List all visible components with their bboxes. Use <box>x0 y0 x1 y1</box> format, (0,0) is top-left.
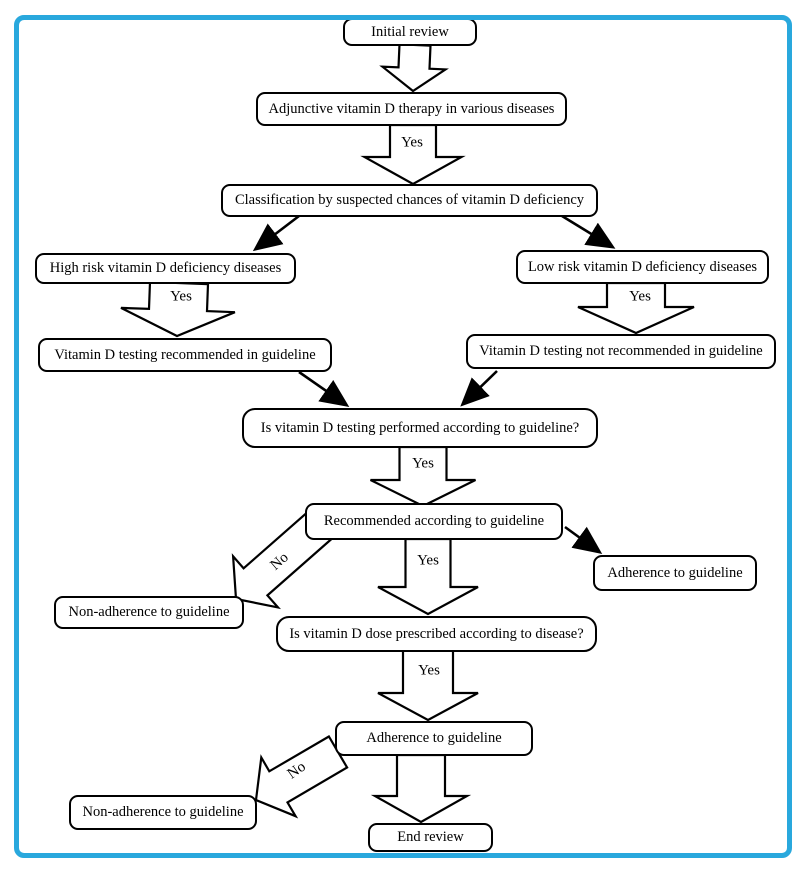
node-label: Is vitamin D testing performed according… <box>260 419 580 436</box>
node-adherence-right: Adherence to guideline <box>593 555 757 591</box>
block-arrow <box>370 753 472 824</box>
block-arrow <box>120 280 236 338</box>
block-arrow <box>360 123 466 186</box>
edge-label-yes: Yes <box>418 662 440 679</box>
node-testing-recommended: Vitamin D testing recommended in guideli… <box>38 338 332 372</box>
node-label: Non-adherence to guideline <box>82 804 244 821</box>
node-label: Vitamin D testing not recommended in gui… <box>479 343 763 360</box>
border-frame <box>14 15 792 858</box>
block-arrow <box>254 734 349 819</box>
node-testing-performed-question: Is vitamin D testing performed according… <box>242 408 598 448</box>
connector-arrow <box>564 525 603 555</box>
node-label: Low risk vitamin D deficiency diseases <box>527 258 758 275</box>
block-arrow <box>377 648 479 722</box>
edge-label-yes: Yes <box>629 288 651 305</box>
node-recommended-according: Recommended according to guideline <box>305 503 563 540</box>
edge-label-yes: Yes <box>412 455 434 472</box>
node-high-risk: High risk vitamin D deficiency diseases <box>35 253 296 284</box>
node-non-adherence-bottom: Non-adherence to guideline <box>69 795 257 830</box>
node-classification: Classification by suspected chances of v… <box>221 184 598 217</box>
node-label: End review <box>397 829 464 846</box>
node-label: High risk vitamin D deficiency diseases <box>49 260 282 277</box>
connector-arrow <box>252 214 300 252</box>
node-adjunctive-therapy: Adjunctive vitamin D therapy in various … <box>256 92 567 126</box>
node-adherence-bottom: Adherence to guideline <box>335 721 533 756</box>
block-arrow <box>379 43 449 93</box>
node-low-risk: Low risk vitamin D deficiency diseases <box>516 250 769 284</box>
block-arrow <box>577 281 695 335</box>
edge-label-yes: Yes <box>417 552 439 569</box>
node-label: Initial review <box>371 23 449 40</box>
node-label: Adherence to guideline <box>366 730 502 747</box>
node-label: Recommended according to guideline <box>323 513 545 530</box>
node-label: Is vitamin D dose prescribed according t… <box>289 625 584 642</box>
node-end-review: End review <box>368 823 493 852</box>
connector-arrow <box>298 370 350 407</box>
block-arrow <box>377 537 479 616</box>
node-label: Vitamin D testing recommended in guideli… <box>54 346 316 363</box>
node-label: Non-adherence to guideline <box>68 604 230 621</box>
edge-label-yes: Yes <box>401 134 423 151</box>
connector-arrow <box>561 214 616 249</box>
block-arrow <box>370 445 476 508</box>
node-dose-prescribed-question: Is vitamin D dose prescribed according t… <box>276 616 597 652</box>
connector-arrow <box>460 370 498 407</box>
edge-label-yes: Yes <box>170 288 192 305</box>
node-non-adherence-mid: Non-adherence to guideline <box>54 596 244 629</box>
node-label: Classification by suspected chances of v… <box>234 192 585 209</box>
node-testing-not-recommended: Vitamin D testing not recommended in gui… <box>466 334 776 369</box>
node-label: Adherence to guideline <box>607 564 743 581</box>
node-label: Adjunctive vitamin D therapy in various … <box>268 100 555 117</box>
